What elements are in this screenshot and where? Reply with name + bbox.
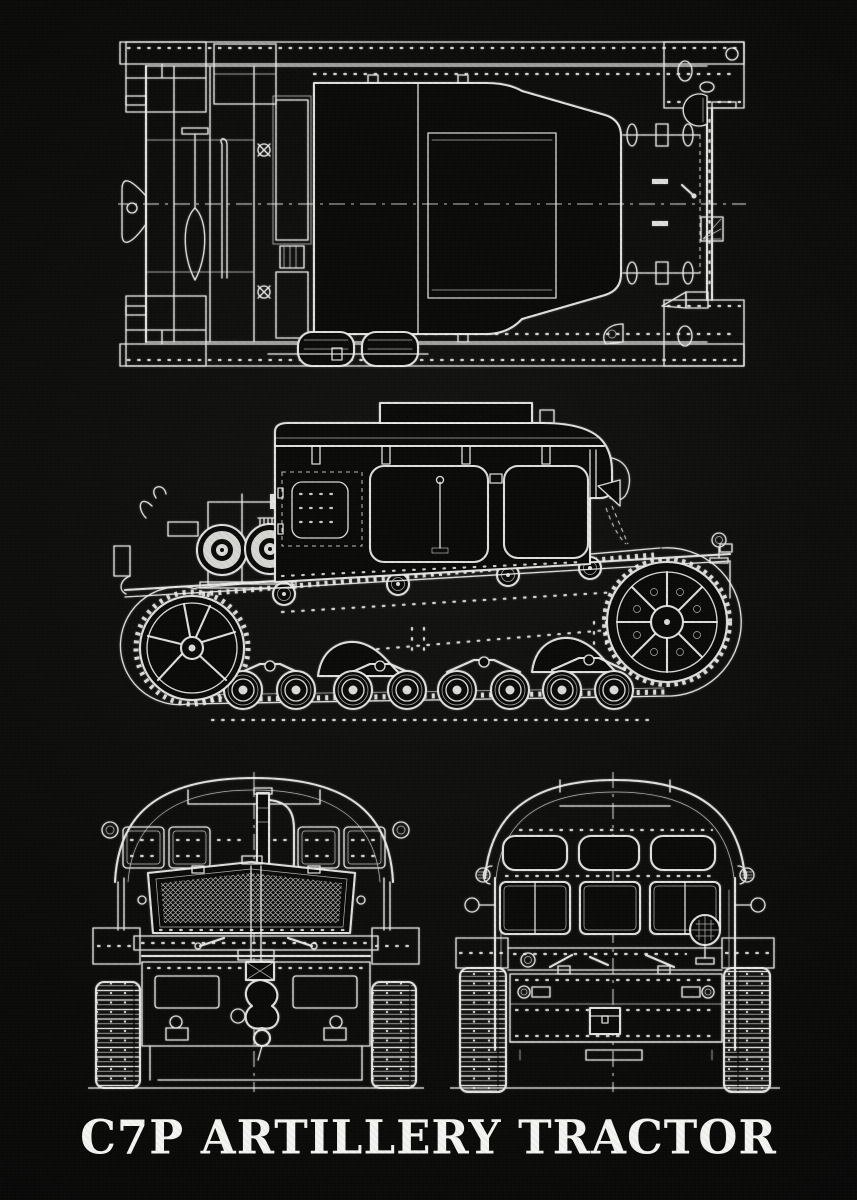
top-view-drawing xyxy=(118,40,746,368)
rear-band-and-tools xyxy=(507,947,723,975)
road-wheels xyxy=(222,669,635,711)
bogies-and-roadwheels xyxy=(222,636,635,711)
rear-deck-fittings-top xyxy=(622,81,737,309)
drive-sprocket xyxy=(605,560,729,684)
rear-view-drawing xyxy=(450,770,780,1095)
tracks-front xyxy=(92,927,420,1090)
poster-title: C7P ARTILLERY TRACTOR xyxy=(80,1109,777,1165)
engine-and-air-cleaners-side xyxy=(139,486,297,589)
stowed-shovel xyxy=(181,127,228,281)
rear-windows xyxy=(498,834,722,936)
front-view-drawing xyxy=(88,770,424,1095)
idler-wheel xyxy=(138,594,246,702)
exhaust-horn-side xyxy=(597,457,729,564)
radiator-louvers-top xyxy=(257,95,312,339)
bumper-and-frame-front xyxy=(133,935,379,1081)
cab-roof-top xyxy=(312,74,623,343)
air-cleaners-top xyxy=(267,330,429,368)
side-view-drawing xyxy=(112,398,762,728)
cab-side xyxy=(273,401,614,584)
round-grille-rear xyxy=(688,913,722,965)
tow-hook-front xyxy=(230,865,280,1061)
cab-rear xyxy=(464,778,766,1052)
rear-plate xyxy=(509,973,723,1061)
tracks-rear xyxy=(455,937,775,1094)
